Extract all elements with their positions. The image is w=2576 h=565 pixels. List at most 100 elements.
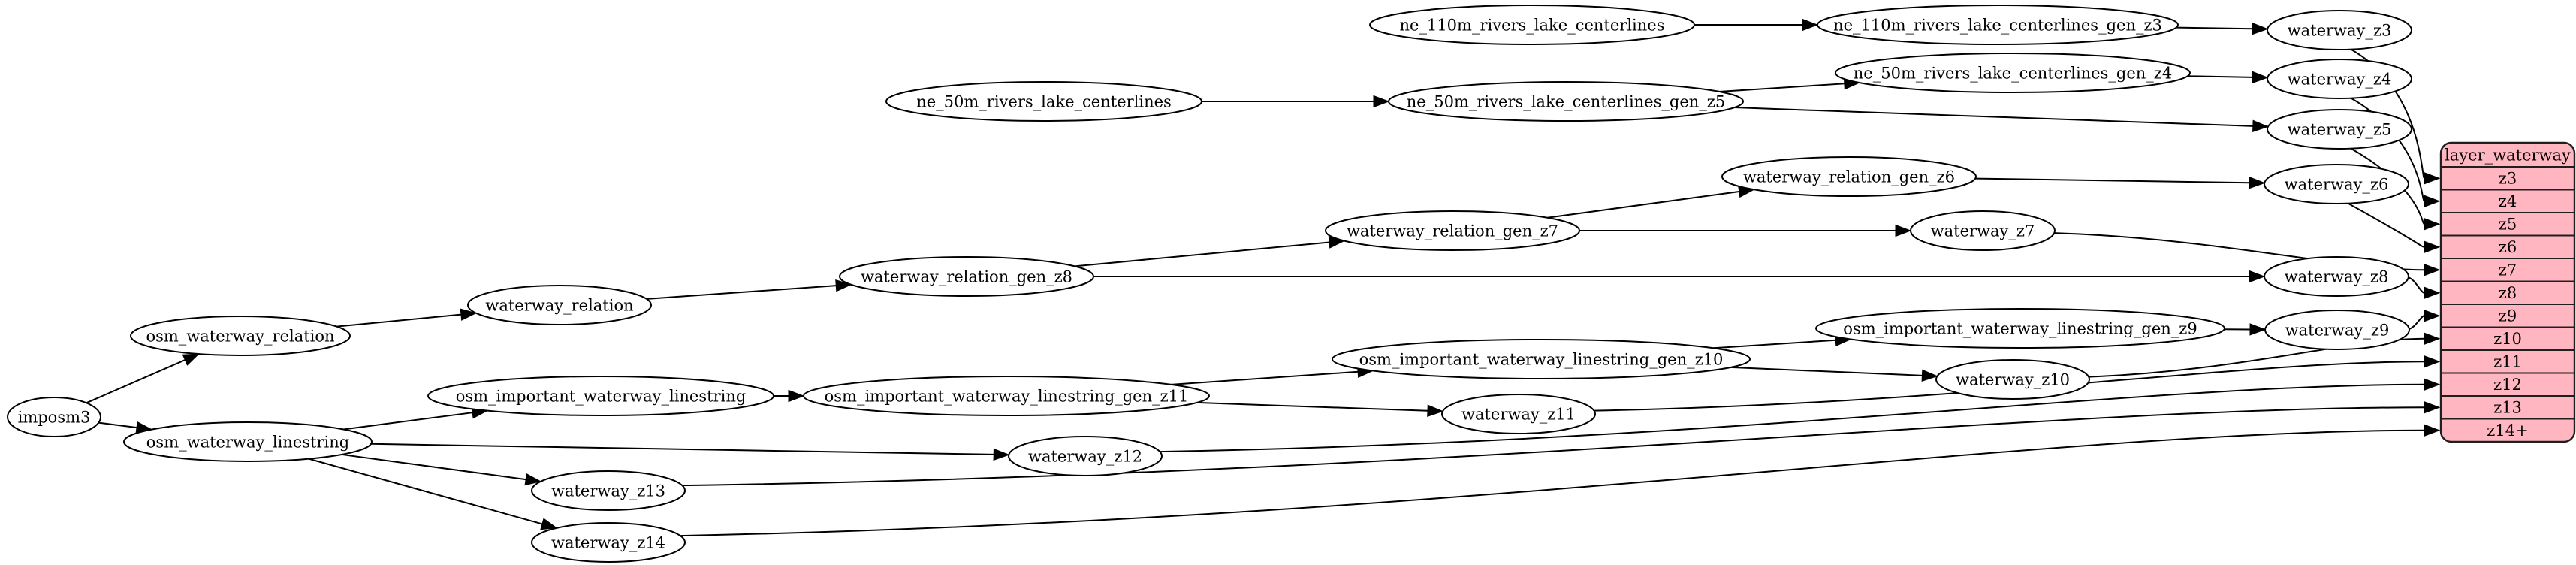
edge-waterway_relation_gen_z8-to-waterway_z8: [1093, 270, 2266, 283]
node-waterway_z9: waterway_z9: [2264, 310, 2410, 350]
table-row-label: z7: [2499, 261, 2517, 279]
edge-osm_waterway_linestring-to-waterway_z12: [371, 443, 1010, 461]
node-label-ne_50m_rivers_lake_centerlines_gen_z5: ne_50m_rivers_lake_centerlines_gen_z5: [1407, 92, 1725, 110]
edge-waterway_z12-to-layer_waterway-z12: [1160, 378, 2441, 453]
edge-waterway_z14-to-layer_waterway-z14+: [680, 424, 2441, 537]
node-waterway_z7: waterway_z7: [1910, 210, 2056, 251]
node-label-ne_50m_rivers_lake_centerlines_gen_z4: ne_50m_rivers_lake_centerlines_gen_z4: [1854, 64, 2172, 82]
edge-waterway_z8-to-layer_waterway-z8: [2408, 276, 2441, 299]
node-label-ne_110m_rivers_lake_centerlines: ne_110m_rivers_lake_centerlines: [1400, 16, 1665, 34]
node-waterway_relation_gen_z6: waterway_relation_gen_z6: [1721, 156, 1977, 197]
node-label-osm_important_waterway_linestring_gen_z11: osm_important_waterway_linestring_gen_z1…: [825, 387, 1189, 405]
table-row-label: z3: [2499, 170, 2517, 188]
node-ne_50m_rivers_lake_centerlines_gen_z4: ne_50m_rivers_lake_centerlines_gen_z4: [1835, 53, 2191, 93]
edge-waterway_z6-to-layer_waterway-z6: [2347, 202, 2441, 253]
node-waterway_z12: waterway_z12: [1008, 436, 1163, 476]
node-label-waterway_z4: waterway_z4: [2288, 70, 2392, 88]
node-imposm3: imposm3: [7, 397, 101, 437]
edge-ne_110m_rivers_lake_centerlines-to-ne_110m_rivers_lake_centerlines_gen_z3: [1694, 18, 1819, 32]
node-label-waterway_z5: waterway_z5: [2288, 120, 2392, 138]
edge-imposm3-to-osm_waterway_relation: [86, 353, 201, 404]
node-waterway_relation_gen_z8: waterway_relation_gen_z8: [839, 256, 1094, 297]
table-row-label: z4: [2499, 192, 2517, 210]
edge-osm_important_waterway_linestring_gen_z10-to-waterway_z10: [1730, 366, 1938, 382]
node-waterway_relation_gen_z7: waterway_relation_gen_z7: [1325, 210, 1580, 251]
edge-waterway_relation-to-waterway_relation_gen_z8: [646, 279, 852, 300]
node-label-osm_waterway_linestring: osm_waterway_linestring: [146, 433, 349, 451]
table-row-label: z10: [2493, 330, 2522, 348]
table-row-label: z14+: [2487, 421, 2528, 440]
node-osm_important_waterway_linestring_gen_z9: osm_important_waterway_linestring_gen_z9: [1815, 308, 2225, 349]
edge-ne_50m_rivers_lake_centerlines_gen_z5-to-ne_50m_rivers_lake_centerlines_gen_z4: [1719, 77, 1861, 92]
node-osm_important_waterway_linestring: osm_important_waterway_linestring: [427, 376, 774, 416]
table-row-z6: z6: [2499, 238, 2517, 256]
edge-waterway_z5-to-layer_waterway-z5: [2350, 147, 2441, 231]
node-label-waterway_relation_gen_z7: waterway_relation_gen_z7: [1347, 222, 1558, 240]
table-row-label: z8: [2499, 284, 2517, 302]
table-row-z14+: z14+: [2487, 421, 2528, 440]
table-layer_waterway: layer_waterwayz3z4z5z6z7z8z9z10z11z12z13…: [2439, 141, 2576, 443]
edge-osm_waterway_relation-to-waterway_relation: [336, 308, 478, 328]
node-osm_important_waterway_linestring_gen_z10: osm_important_waterway_linestring_gen_z1…: [1332, 339, 1751, 379]
node-ne_110m_rivers_lake_centerlines_gen_z3: ne_110m_rivers_lake_centerlines_gen_z3: [1817, 5, 2179, 45]
edge-waterway_z13-to-layer_waterway-z13: [682, 401, 2441, 487]
node-label-waterway_z11: waterway_z11: [1461, 405, 1576, 423]
table-row-z3: z3: [2499, 170, 2517, 188]
node-label-osm_important_waterway_linestring: osm_important_waterway_linestring: [456, 387, 747, 405]
edge-osm_important_waterway_linestring-to-osm_important_waterway_linestring_gen_z11: [774, 389, 805, 403]
edge-waterway_relation_gen_z6-to-waterway_z6: [1975, 176, 2266, 189]
edge-osm_waterway_linestring-to-waterway_z13: [342, 453, 542, 486]
node-label-waterway_z6: waterway_z6: [2285, 175, 2389, 193]
edge-osm_important_waterway_linestring_gen_z10-to-osm_important_waterway_linestring_gen_z9: [1713, 334, 1852, 349]
node-label-waterway_z3: waterway_z3: [2288, 21, 2392, 39]
node-label-osm_important_waterway_linestring_gen_z10: osm_important_waterway_linestring_gen_z1…: [1359, 350, 1724, 368]
edge-waterway_relation_gen_z7-to-waterway_z7: [1579, 224, 1912, 237]
edge-ne_50m_rivers_lake_centerlines_gen_z4-to-waterway_z4: [2187, 71, 2269, 84]
edge-osm_important_waterway_linestring_gen_z9-to-waterway_z9: [2224, 323, 2267, 336]
edge-osm_waterway_linestring-to-waterway_z14: [308, 458, 558, 530]
edge-ne_50m_rivers_lake_centerlines-to-ne_50m_rivers_lake_centerlines_gen_z5: [1202, 95, 1390, 108]
node-waterway_z13: waterway_z13: [531, 470, 686, 511]
table-row-z5: z5: [2499, 216, 2517, 234]
node-label-ne_50m_rivers_lake_centerlines: ne_50m_rivers_lake_centerlines: [916, 92, 1172, 110]
node-label-waterway_z14: waterway_z14: [551, 533, 665, 551]
table-row-z7: z7: [2499, 261, 2517, 279]
node-waterway_z4: waterway_z4: [2267, 59, 2412, 99]
node-waterway_z5: waterway_z5: [2267, 109, 2412, 150]
node-osm_waterway_relation: osm_waterway_relation: [130, 316, 351, 356]
edge-osm_waterway_linestring-to-osm_important_waterway_linestring: [343, 406, 489, 431]
node-waterway_z10: waterway_z10: [1935, 359, 2090, 400]
table-row-z10: z10: [2493, 330, 2522, 348]
table-row-z8: z8: [2499, 284, 2517, 302]
node-osm_waterway_linestring: osm_waterway_linestring: [123, 421, 373, 462]
table-row-label: z13: [2493, 399, 2522, 417]
node-waterway_z11: waterway_z11: [1441, 394, 1596, 434]
table-row-z9: z9: [2499, 307, 2517, 325]
node-ne_50m_rivers_lake_centerlines_gen_z5: ne_50m_rivers_lake_centerlines_gen_z5: [1388, 81, 1744, 122]
edge-ne_110m_rivers_lake_centerlines_gen_z3-to-waterway_z3: [2176, 22, 2269, 35]
edge-osm_important_waterway_linestring_gen_z11-to-osm_important_waterway_linestring_gen_z10: [1171, 365, 1374, 385]
node-label-waterway_z7: waterway_z7: [1931, 222, 2035, 240]
table-row-label: z9: [2499, 307, 2517, 325]
node-label-waterway_relation_gen_z8: waterway_relation_gen_z8: [861, 267, 1072, 286]
node-ne_50m_rivers_lake_centerlines: ne_50m_rivers_lake_centerlines: [885, 81, 1202, 122]
node-label-waterway_z10: waterway_z10: [1956, 370, 2070, 388]
edge-waterway_relation_gen_z7-to-waterway_relation_gen_z6: [1547, 185, 1755, 219]
edge-layer: [86, 18, 2441, 537]
table-title: layer_waterway: [2445, 146, 2571, 164]
table-row-label: z6: [2499, 238, 2517, 256]
node-ne_110m_rivers_lake_centerlines: ne_110m_rivers_lake_centerlines: [1369, 5, 1695, 45]
node-label-waterway_relation_gen_z6: waterway_relation_gen_z6: [1743, 168, 1955, 186]
node-waterway_z8: waterway_z8: [2264, 256, 2409, 297]
table-row-z4: z4: [2499, 192, 2517, 210]
node-waterway_z6: waterway_z6: [2264, 164, 2409, 204]
node-label-ne_110m_rivers_lake_centerlines_gen_z3: ne_110m_rivers_lake_centerlines_gen_z3: [1833, 16, 2162, 34]
table-row-z13: z13: [2493, 399, 2522, 417]
node-waterway_relation: waterway_relation: [467, 285, 652, 325]
edge-osm_important_waterway_linestring_gen_z11-to-waterway_z11: [1196, 401, 1444, 417]
node-label-waterway_z12: waterway_z12: [1028, 447, 1142, 465]
node-waterway_z14: waterway_z14: [531, 522, 686, 563]
edge-ne_50m_rivers_lake_centerlines_gen_z5-to-waterway_z5: [1734, 107, 2270, 133]
table-row-z12: z12: [2493, 376, 2522, 394]
